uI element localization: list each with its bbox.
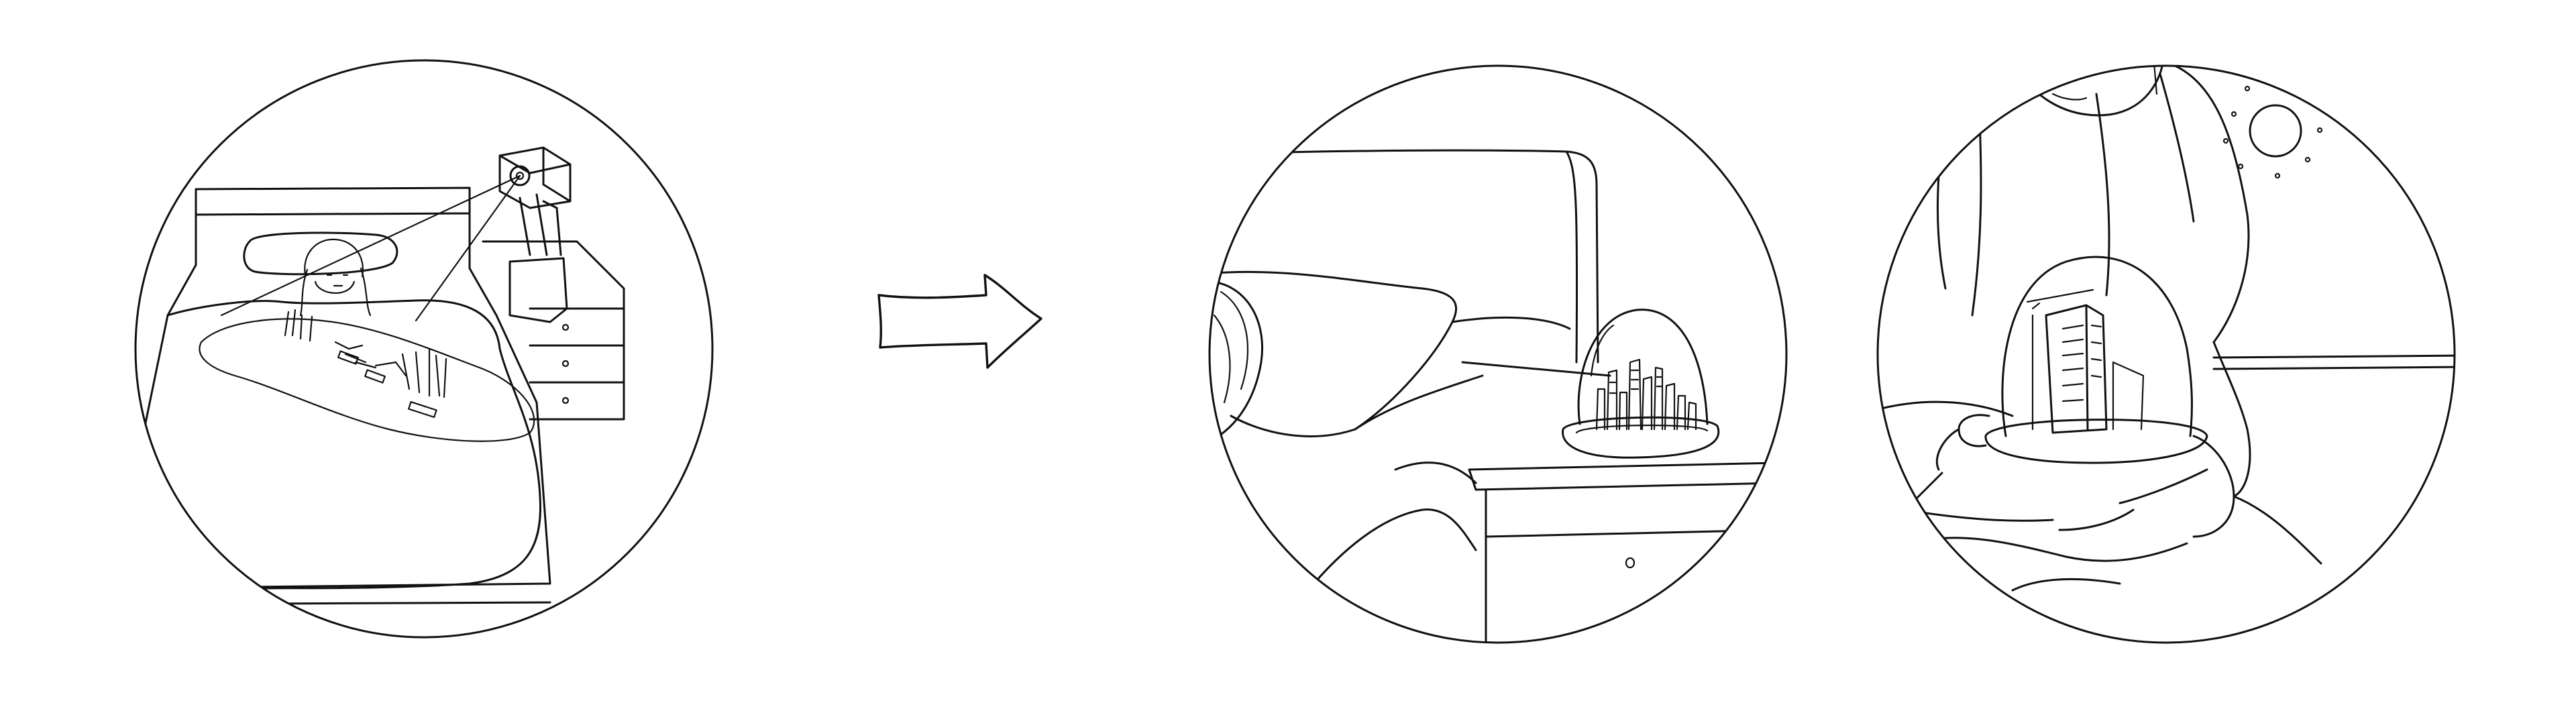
person-hair-left bbox=[1936, 99, 1982, 317]
sleeping-head bbox=[1210, 280, 1263, 444]
right-arrow-icon bbox=[877, 274, 1042, 369]
headboard bbox=[195, 186, 471, 270]
bed-scene-drawing bbox=[142, 146, 625, 605]
person-chin bbox=[2051, 93, 2088, 101]
panel-2-frame bbox=[1208, 64, 1788, 644]
glass-dome bbox=[2001, 256, 2193, 437]
window-sill bbox=[2212, 354, 2455, 370]
hands-scene-drawing bbox=[1878, 66, 2455, 592]
lamp-arm bbox=[519, 193, 562, 256]
woman-head bbox=[304, 238, 364, 294]
sleeping-hair bbox=[1213, 290, 1249, 404]
panel-hands-holding-dome-scene bbox=[1876, 64, 2456, 644]
sun-icon bbox=[2249, 104, 2302, 158]
nightstand-body bbox=[1485, 488, 1779, 643]
nightstand-top bbox=[1468, 462, 1779, 491]
nightstand bbox=[482, 240, 625, 421]
blanket bbox=[145, 299, 542, 590]
lamp-base bbox=[508, 257, 568, 323]
projector-lens-inner bbox=[515, 171, 525, 180]
projector-head bbox=[498, 146, 572, 209]
projected-buildings bbox=[284, 309, 447, 398]
nightstand-scene-drawing bbox=[1210, 149, 1779, 643]
bed-frame bbox=[142, 264, 551, 605]
right-hand bbox=[2058, 435, 2235, 538]
panel-1-frame bbox=[134, 59, 714, 639]
projected-block-3 bbox=[408, 400, 437, 418]
bed-edge bbox=[1461, 361, 1611, 377]
projected-block-1 bbox=[337, 350, 359, 365]
person-head bbox=[2011, 66, 2165, 117]
dome-highlight bbox=[1590, 324, 1615, 377]
blanket bbox=[1904, 495, 2322, 592]
projection-area bbox=[199, 318, 535, 442]
panel-nightstand-dome-city-scene bbox=[1208, 64, 1788, 644]
window-frame bbox=[2152, 66, 2158, 95]
pillow bbox=[243, 231, 398, 276]
drawer-knob-3 bbox=[561, 396, 570, 405]
dome-city-skyline bbox=[1595, 358, 1697, 431]
dome-building bbox=[2045, 304, 2108, 434]
building-windows bbox=[1609, 369, 1662, 394]
panel-3-frame bbox=[1876, 64, 2456, 644]
woman-face bbox=[326, 274, 349, 287]
panel-bed-projector-scene bbox=[134, 59, 714, 639]
person-arm-right bbox=[2212, 341, 2251, 498]
drawer-knob-2 bbox=[561, 360, 570, 368]
person-hair-right bbox=[2095, 72, 2195, 296]
left-hand bbox=[1904, 414, 1990, 511]
projected-block-2 bbox=[364, 369, 386, 384]
headboard-inner-edge bbox=[1565, 150, 1578, 364]
pillow bbox=[1210, 270, 1458, 437]
person-arm-left bbox=[1878, 400, 2014, 417]
drawer-knob-1 bbox=[561, 323, 570, 331]
projector-lens bbox=[509, 165, 531, 186]
sun-rays bbox=[2222, 76, 2323, 179]
drawer-knob bbox=[1625, 557, 1635, 569]
woman-hair bbox=[299, 267, 372, 317]
person-shoulder bbox=[2169, 66, 2250, 343]
dome-building-windows bbox=[2061, 324, 2102, 402]
glass-dome bbox=[1577, 309, 1709, 425]
projection-beam-upper bbox=[220, 174, 521, 317]
projection-beam-lower bbox=[415, 174, 521, 322]
headboard-panel bbox=[1253, 149, 1599, 364]
blanket-fold bbox=[1307, 316, 1571, 592]
dome-base bbox=[1562, 416, 1720, 459]
arrow-outline bbox=[877, 274, 1042, 369]
dome-base bbox=[1984, 419, 2208, 464]
crane bbox=[2026, 288, 2145, 431]
